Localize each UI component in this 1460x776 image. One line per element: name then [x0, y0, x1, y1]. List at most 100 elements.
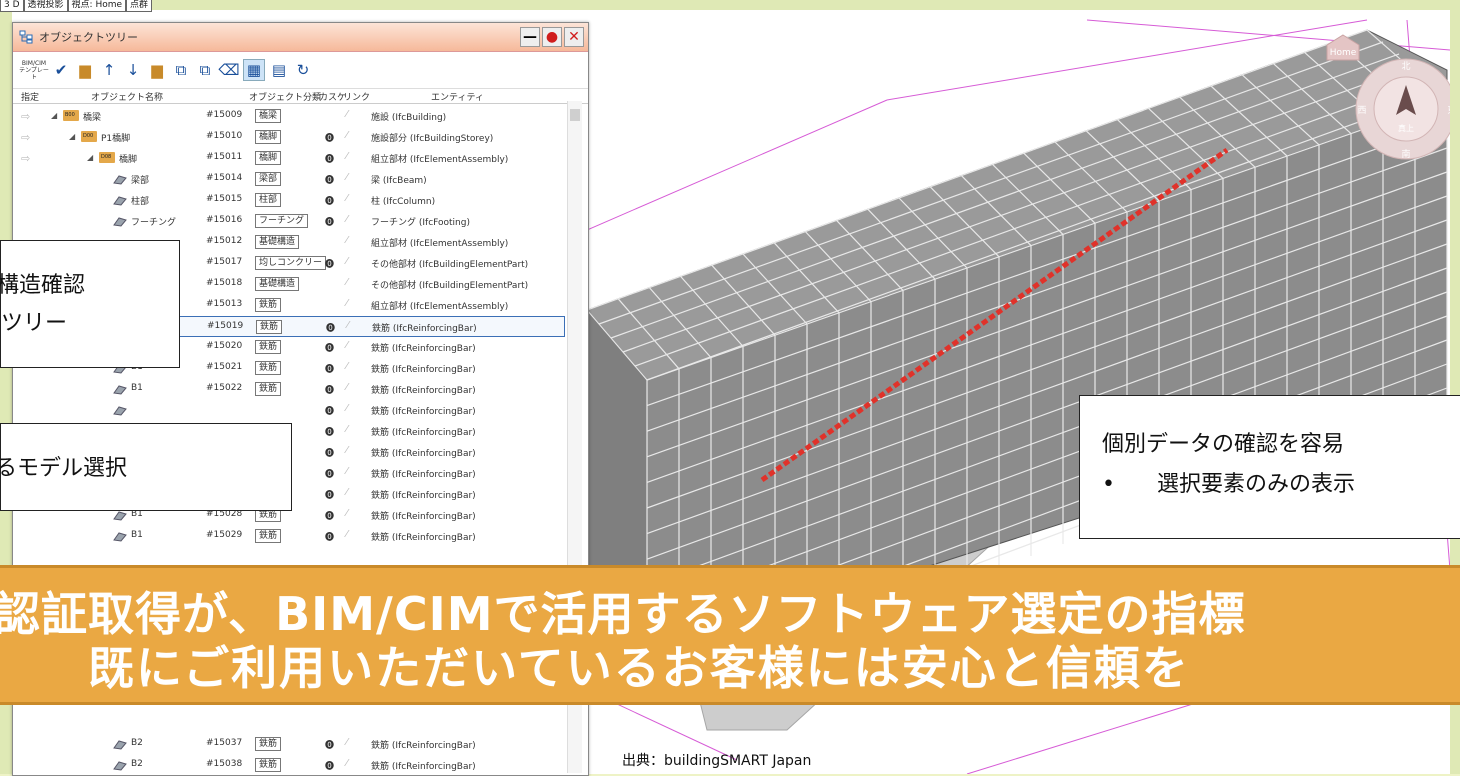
classification-badge[interactable]: フーチング: [255, 214, 309, 228]
paste-icon[interactable]: ⧉: [199, 61, 211, 79]
classification-badge[interactable]: 鉄筋: [255, 529, 282, 543]
link-icon[interactable]: ⁄: [346, 424, 348, 435]
cascade-icon[interactable]: ⓿: [325, 407, 335, 417]
designate-arrow-icon[interactable]: ⇨: [21, 131, 31, 144]
classification-badge[interactable]: 鉄筋: [255, 298, 282, 312]
link-icon[interactable]: ⁄: [346, 277, 348, 288]
template-button[interactable]: BIM/CIM テンプレート: [19, 60, 49, 81]
link-icon[interactable]: ⁄: [346, 487, 348, 498]
copy-icon[interactable]: ⧉: [175, 61, 187, 79]
link-icon[interactable]: ⁄: [346, 172, 348, 183]
classification-badge[interactable]: 鉄筋: [255, 382, 282, 396]
tab-3d[interactable]: 3 D: [0, 0, 24, 12]
move-up-icon[interactable]: ↑: [102, 61, 116, 79]
link-icon[interactable]: ⁄: [346, 256, 348, 267]
link-icon[interactable]: ⁄: [346, 109, 348, 120]
classification-badge[interactable]: 柱部: [255, 193, 282, 207]
cascade-icon[interactable]: ⓿: [325, 741, 335, 751]
cascade-icon[interactable]: ⓿: [325, 260, 335, 270]
link-icon[interactable]: ⁄: [346, 214, 348, 225]
pin-button[interactable]: ●: [542, 27, 562, 47]
cascade-icon[interactable]: ⓿: [325, 762, 335, 772]
link-icon[interactable]: ⁄: [346, 130, 348, 141]
classification-badge[interactable]: 鉄筋: [255, 737, 282, 751]
classification-badge[interactable]: 梁部: [255, 172, 282, 186]
cascade-icon[interactable]: ⓿: [325, 197, 335, 207]
check-icon[interactable]: ✔: [54, 61, 68, 79]
link-icon[interactable]: ⁄: [346, 737, 348, 748]
classification-badge[interactable]: 均しコンクリー: [255, 256, 327, 270]
collapse-icon[interactable]: ◢: [87, 153, 94, 162]
classification-badge[interactable]: 鉄筋: [255, 758, 282, 772]
col-link[interactable]: リンク: [343, 92, 371, 103]
link-icon[interactable]: ⁄: [346, 193, 348, 204]
link-icon[interactable]: ⁄: [346, 298, 348, 309]
col-classification[interactable]: オブジェクト分類: [249, 92, 322, 103]
folder-settings-icon[interactable]: ▆: [79, 61, 91, 79]
cascade-icon[interactable]: ⓿: [325, 155, 335, 165]
link-icon[interactable]: ⁄: [346, 403, 348, 414]
cascade-icon[interactable]: ⓿: [325, 386, 335, 396]
collapse-icon[interactable]: ◢: [69, 132, 76, 141]
minimize-button[interactable]: —: [520, 27, 540, 47]
col-designation[interactable]: 指定: [21, 92, 40, 103]
link-icon[interactable]: ⁄: [346, 508, 348, 519]
cascade-icon[interactable]: ⓿: [325, 533, 335, 543]
link-icon[interactable]: ⁄: [346, 151, 348, 162]
cascade-icon[interactable]: ⓿: [325, 365, 335, 375]
cascade-icon[interactable]: ⓿: [325, 218, 335, 228]
col-object-name[interactable]: オブジェクト名称: [91, 92, 164, 103]
cascade-icon[interactable]: ⓿: [325, 470, 335, 480]
classification-badge[interactable]: 鉄筋: [255, 340, 282, 354]
classification-badge[interactable]: 基礎構造: [255, 277, 300, 291]
col-cascade[interactable]: カスケ: [319, 92, 347, 103]
add-folder-icon[interactable]: ▆: [151, 61, 163, 79]
cascade-icon[interactable]: ⓿: [326, 324, 336, 334]
link-icon[interactable]: ⁄: [346, 758, 348, 769]
classification-badge[interactable]: 橋梁: [255, 109, 282, 123]
classification-badge[interactable]: 橋脚: [255, 151, 282, 165]
move-down-icon[interactable]: ↓: [126, 61, 140, 79]
scroll-thumb[interactable]: [570, 109, 580, 121]
cascade-icon[interactable]: ⓿: [325, 344, 335, 354]
cascade-icon[interactable]: ⓿: [325, 176, 335, 186]
col-entity[interactable]: エンティティ: [431, 92, 484, 103]
link-icon[interactable]: ⁄: [346, 361, 348, 372]
window-title-bar[interactable]: オブジェクトツリー — ● ✕: [13, 23, 588, 52]
tab-projection[interactable]: 透視投影: [23, 0, 68, 12]
collapse-icon[interactable]: ◢: [51, 111, 58, 120]
cascade-icon[interactable]: ⓿: [325, 449, 335, 459]
tab-viewpoint[interactable]: 視点: Home: [67, 0, 127, 12]
tab-pointcloud[interactable]: 点群: [126, 0, 153, 12]
navigation-compass[interactable]: 北 南 西 東 真上: [1352, 55, 1460, 163]
close-button[interactable]: ✕: [564, 27, 584, 47]
tile-view-icon[interactable]: ▤: [271, 61, 287, 79]
designate-arrow-icon[interactable]: ⇨: [21, 110, 31, 123]
link-icon[interactable]: ⁄: [346, 466, 348, 477]
classification-badge[interactable]: 鉄筋: [256, 320, 283, 334]
delete-icon[interactable]: ⌫: [218, 61, 240, 79]
designate-arrow-icon[interactable]: ⇨: [21, 152, 31, 165]
link-icon[interactable]: ⁄: [346, 445, 348, 456]
classification-badge[interactable]: 鉄筋: [255, 508, 282, 522]
link-icon[interactable]: ⁄: [347, 320, 349, 331]
table-row[interactable]: ⓿⁄鉄筋 (IfcReinforcingBar): [13, 400, 565, 421]
cascade-icon[interactable]: ⓿: [325, 134, 335, 144]
filter-view-icon[interactable]: ▦: [243, 59, 265, 81]
refresh-icon[interactable]: ↻: [296, 61, 310, 79]
link-icon[interactable]: ⁄: [346, 529, 348, 540]
